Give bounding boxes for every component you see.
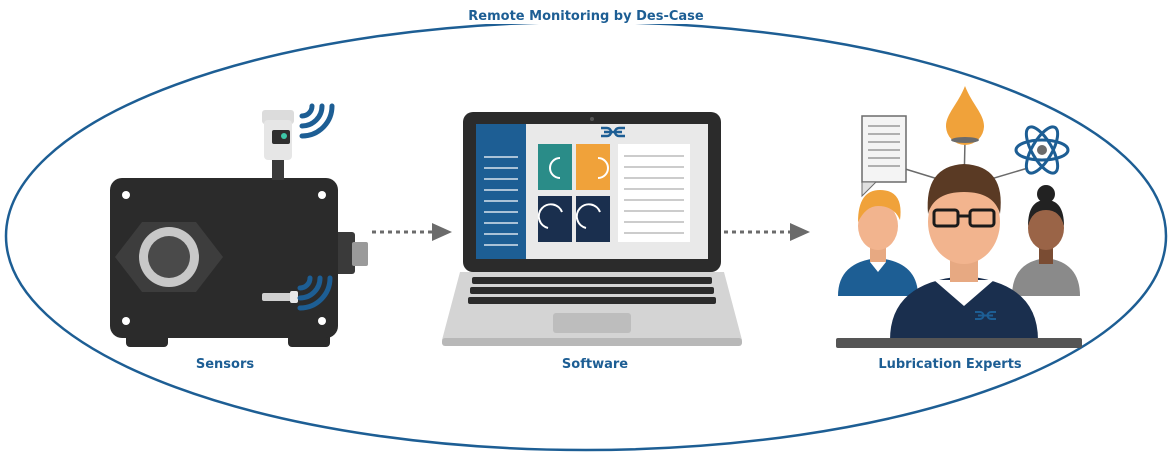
document-icon [861,115,907,198]
diagram-title: Remote Monitoring by Des-Case [436,9,736,24]
breather-sensor [262,110,294,180]
oil-drop-icon [946,86,984,145]
expert-person-center [890,164,1038,340]
stage-label-sensors: Sensors [195,357,255,372]
des-case-logo-icon [975,311,996,320]
stage-label-software: Software [561,357,629,372]
sensor-gearbox [110,178,368,347]
atom-icon [1014,125,1070,175]
flow-arrow-sensors-to-software [372,223,452,241]
expert-person-right [1012,185,1080,296]
wifi-icon [299,103,335,139]
stage-label-experts: Lubrication Experts [878,357,1022,372]
laptop [442,112,742,346]
des-case-logo-icon [601,126,625,138]
flow-arrow-software-to-experts [724,223,810,241]
expert-desk [836,338,1082,348]
wifi-icon [297,275,333,311]
expert-person-left [838,190,918,296]
